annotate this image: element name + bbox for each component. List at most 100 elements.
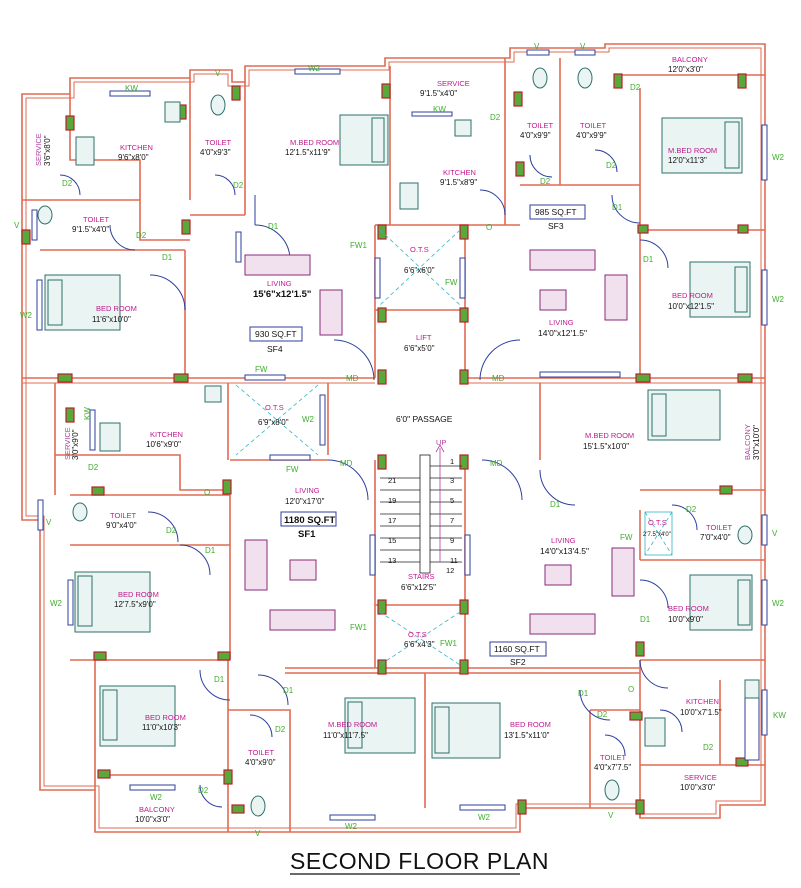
balcony-sf3-label: BALCONY bbox=[672, 55, 708, 64]
toilet-sf2-b-dim: 4'0"x7'7.5" bbox=[594, 763, 631, 772]
label-md: MD bbox=[340, 459, 353, 468]
label-d2: D2 bbox=[166, 526, 177, 535]
toilet-sf3-a-dim: 4'0"x9'9" bbox=[520, 131, 551, 140]
toilet-sf2-a-label: TOILET bbox=[706, 523, 733, 532]
label-o: O bbox=[486, 223, 492, 232]
mbed-sf1-dim: 11'0"x11'7.5" bbox=[323, 731, 368, 740]
structural-columns bbox=[21, 73, 753, 815]
ots-crosses bbox=[235, 229, 673, 666]
toilet-sf2-b-label: TOILET bbox=[600, 753, 627, 762]
sf3-area: 985 SQ.FT bbox=[535, 207, 577, 217]
label-d2: D2 bbox=[62, 179, 73, 188]
living-sf1-dim: 12'0"x17'0" bbox=[285, 497, 325, 506]
bed-sf2-b-dim: 13'1.5"x11'0" bbox=[504, 731, 550, 740]
label-d1: D1 bbox=[612, 203, 623, 212]
label-d1: D1 bbox=[268, 222, 279, 231]
kitchen-sf1-label: KITCHEN bbox=[150, 430, 183, 439]
ots-top-label: O.T.S bbox=[410, 245, 429, 254]
label-fw1: FW1 bbox=[350, 241, 367, 250]
opening-labels: W2 V V V V W2 W2 W2 D2 D2 D2 D2 D2 D2 D2… bbox=[14, 42, 785, 838]
balcony-sf2-dim: 3'0"x10'0" bbox=[752, 425, 761, 460]
label-o: O bbox=[628, 685, 634, 694]
sf2-flat: SF2 bbox=[510, 657, 526, 667]
service-sf1-dim: 3'0"x9'0" bbox=[71, 429, 80, 460]
stair-number-1: 1 bbox=[450, 457, 454, 466]
stair-number-5: 5 bbox=[450, 496, 454, 505]
label-w2: W2 bbox=[20, 311, 33, 320]
label-d2: D2 bbox=[703, 743, 714, 752]
label-v: V bbox=[772, 529, 778, 538]
stairs-label: STAIRS bbox=[408, 572, 435, 581]
kitchen-sf2-dim: 10'0"x7'1.5" bbox=[680, 708, 722, 717]
kitchen-sf1-dim: 10'6"x9'0" bbox=[146, 440, 181, 449]
bed-sf1-b-label: BED ROOM bbox=[145, 713, 186, 722]
label-v: V bbox=[46, 518, 52, 527]
label-md: MD bbox=[346, 374, 359, 383]
toilet-sf3-a-label: TOILET bbox=[527, 121, 554, 130]
sf1-area-box bbox=[280, 511, 337, 527]
stair-number-7: 7 bbox=[450, 516, 454, 525]
label-w2: W2 bbox=[345, 822, 358, 831]
bed-sf3-label: BED ROOM bbox=[672, 291, 713, 300]
toilet-sf1-label: TOILET bbox=[110, 511, 137, 520]
service-top-label: SERVICE bbox=[437, 79, 470, 88]
stair-number-15: 15 bbox=[388, 536, 396, 545]
bed-sf1-a-label: BED ROOM bbox=[118, 590, 159, 599]
label-d1: D1 bbox=[214, 675, 225, 684]
label-fw: FW bbox=[255, 365, 268, 374]
sf4-area-box bbox=[249, 326, 303, 342]
furniture bbox=[37, 67, 760, 817]
label-v: V bbox=[608, 811, 614, 820]
label-d2: D2 bbox=[233, 181, 244, 190]
service-top-dim: 9'1.5"x4'0" bbox=[420, 89, 457, 98]
toilet-sf3-b-dim: 4'0"x9'9" bbox=[576, 131, 607, 140]
label-d2: D2 bbox=[88, 463, 99, 472]
sf1-flat: SF1 bbox=[298, 529, 316, 540]
mbed-sf2-dim: 15'1.5"x10'0" bbox=[583, 442, 629, 451]
balcony-sf3-dim: 12'0"x3'0" bbox=[668, 65, 703, 74]
bed-sf2-dim: 10'0"x9'0" bbox=[668, 615, 703, 624]
windows bbox=[31, 49, 768, 821]
label-d2: D2 bbox=[540, 177, 551, 186]
label-w2: W2 bbox=[772, 599, 785, 608]
ots-sf2-dim: 2'7.5"x4'0" bbox=[643, 532, 671, 538]
stair-number-11: 11 bbox=[450, 556, 458, 565]
label-d2: D2 bbox=[720, 486, 731, 495]
kitchen-top-label: KITCHEN bbox=[443, 168, 476, 177]
kw-top-mid-label: KW bbox=[433, 105, 446, 114]
living-sf4-dim: 15'6"x12'1.5" bbox=[253, 289, 311, 300]
kitchen-top-dim: 9'1.5"x8'9" bbox=[440, 178, 477, 187]
label-d1: D1 bbox=[643, 255, 654, 264]
toilet-sf1-b-dim: 4'0"x9'0" bbox=[245, 758, 276, 767]
label-d1: D1 bbox=[550, 500, 561, 509]
label-fw1: FW1 bbox=[350, 623, 367, 632]
stair-number-17: 17 bbox=[388, 516, 396, 525]
service-sf2-label: SERVICE bbox=[684, 773, 717, 782]
lift-dim: 6'6"x5'0" bbox=[404, 344, 435, 353]
sf3-area-box bbox=[529, 204, 586, 220]
living-sf3-label: LIVING bbox=[549, 318, 574, 327]
label-w2: W2 bbox=[308, 64, 321, 73]
toilet-sf1-dim: 9'0"x4'0" bbox=[106, 521, 137, 530]
door-swings bbox=[59, 149, 698, 808]
toilet-sf4-a-dim: 9'1.5"x4'0" bbox=[72, 225, 109, 234]
living-sf4-label: LIVING bbox=[267, 279, 292, 288]
label-md: MD bbox=[492, 374, 505, 383]
staircase bbox=[380, 444, 462, 574]
label-fw: FW bbox=[286, 465, 299, 474]
living-sf3-dim: 14'0"x12'1.5" bbox=[538, 328, 587, 338]
bed-sf1-b-dim: 11'0"x10'3" bbox=[142, 723, 181, 732]
sf4-area: 930 SQ.FT bbox=[255, 329, 297, 339]
label-fw: FW bbox=[445, 278, 458, 287]
ots-sf1-dim: 6'9"x8'0" bbox=[258, 418, 289, 427]
plan-title-text: SECOND FLOOR PLAN bbox=[290, 848, 549, 874]
label-d2: D2 bbox=[630, 83, 641, 92]
bed-sf4-dim: 11'6"x10'0" bbox=[92, 315, 131, 324]
toilet-sf4-b-dim: 4'0"x9'3" bbox=[200, 148, 231, 157]
toilet-sf1-b-label: TOILET bbox=[248, 748, 275, 757]
label-d1: D1 bbox=[283, 686, 294, 695]
sf1-area: 1180 SQ.FT bbox=[284, 515, 335, 526]
label-v: V bbox=[580, 42, 586, 51]
bed-sf1-a-dim: 12'7.5"x9'0" bbox=[114, 600, 156, 609]
mbed-sf1-label: M.BED ROOM bbox=[328, 720, 377, 729]
